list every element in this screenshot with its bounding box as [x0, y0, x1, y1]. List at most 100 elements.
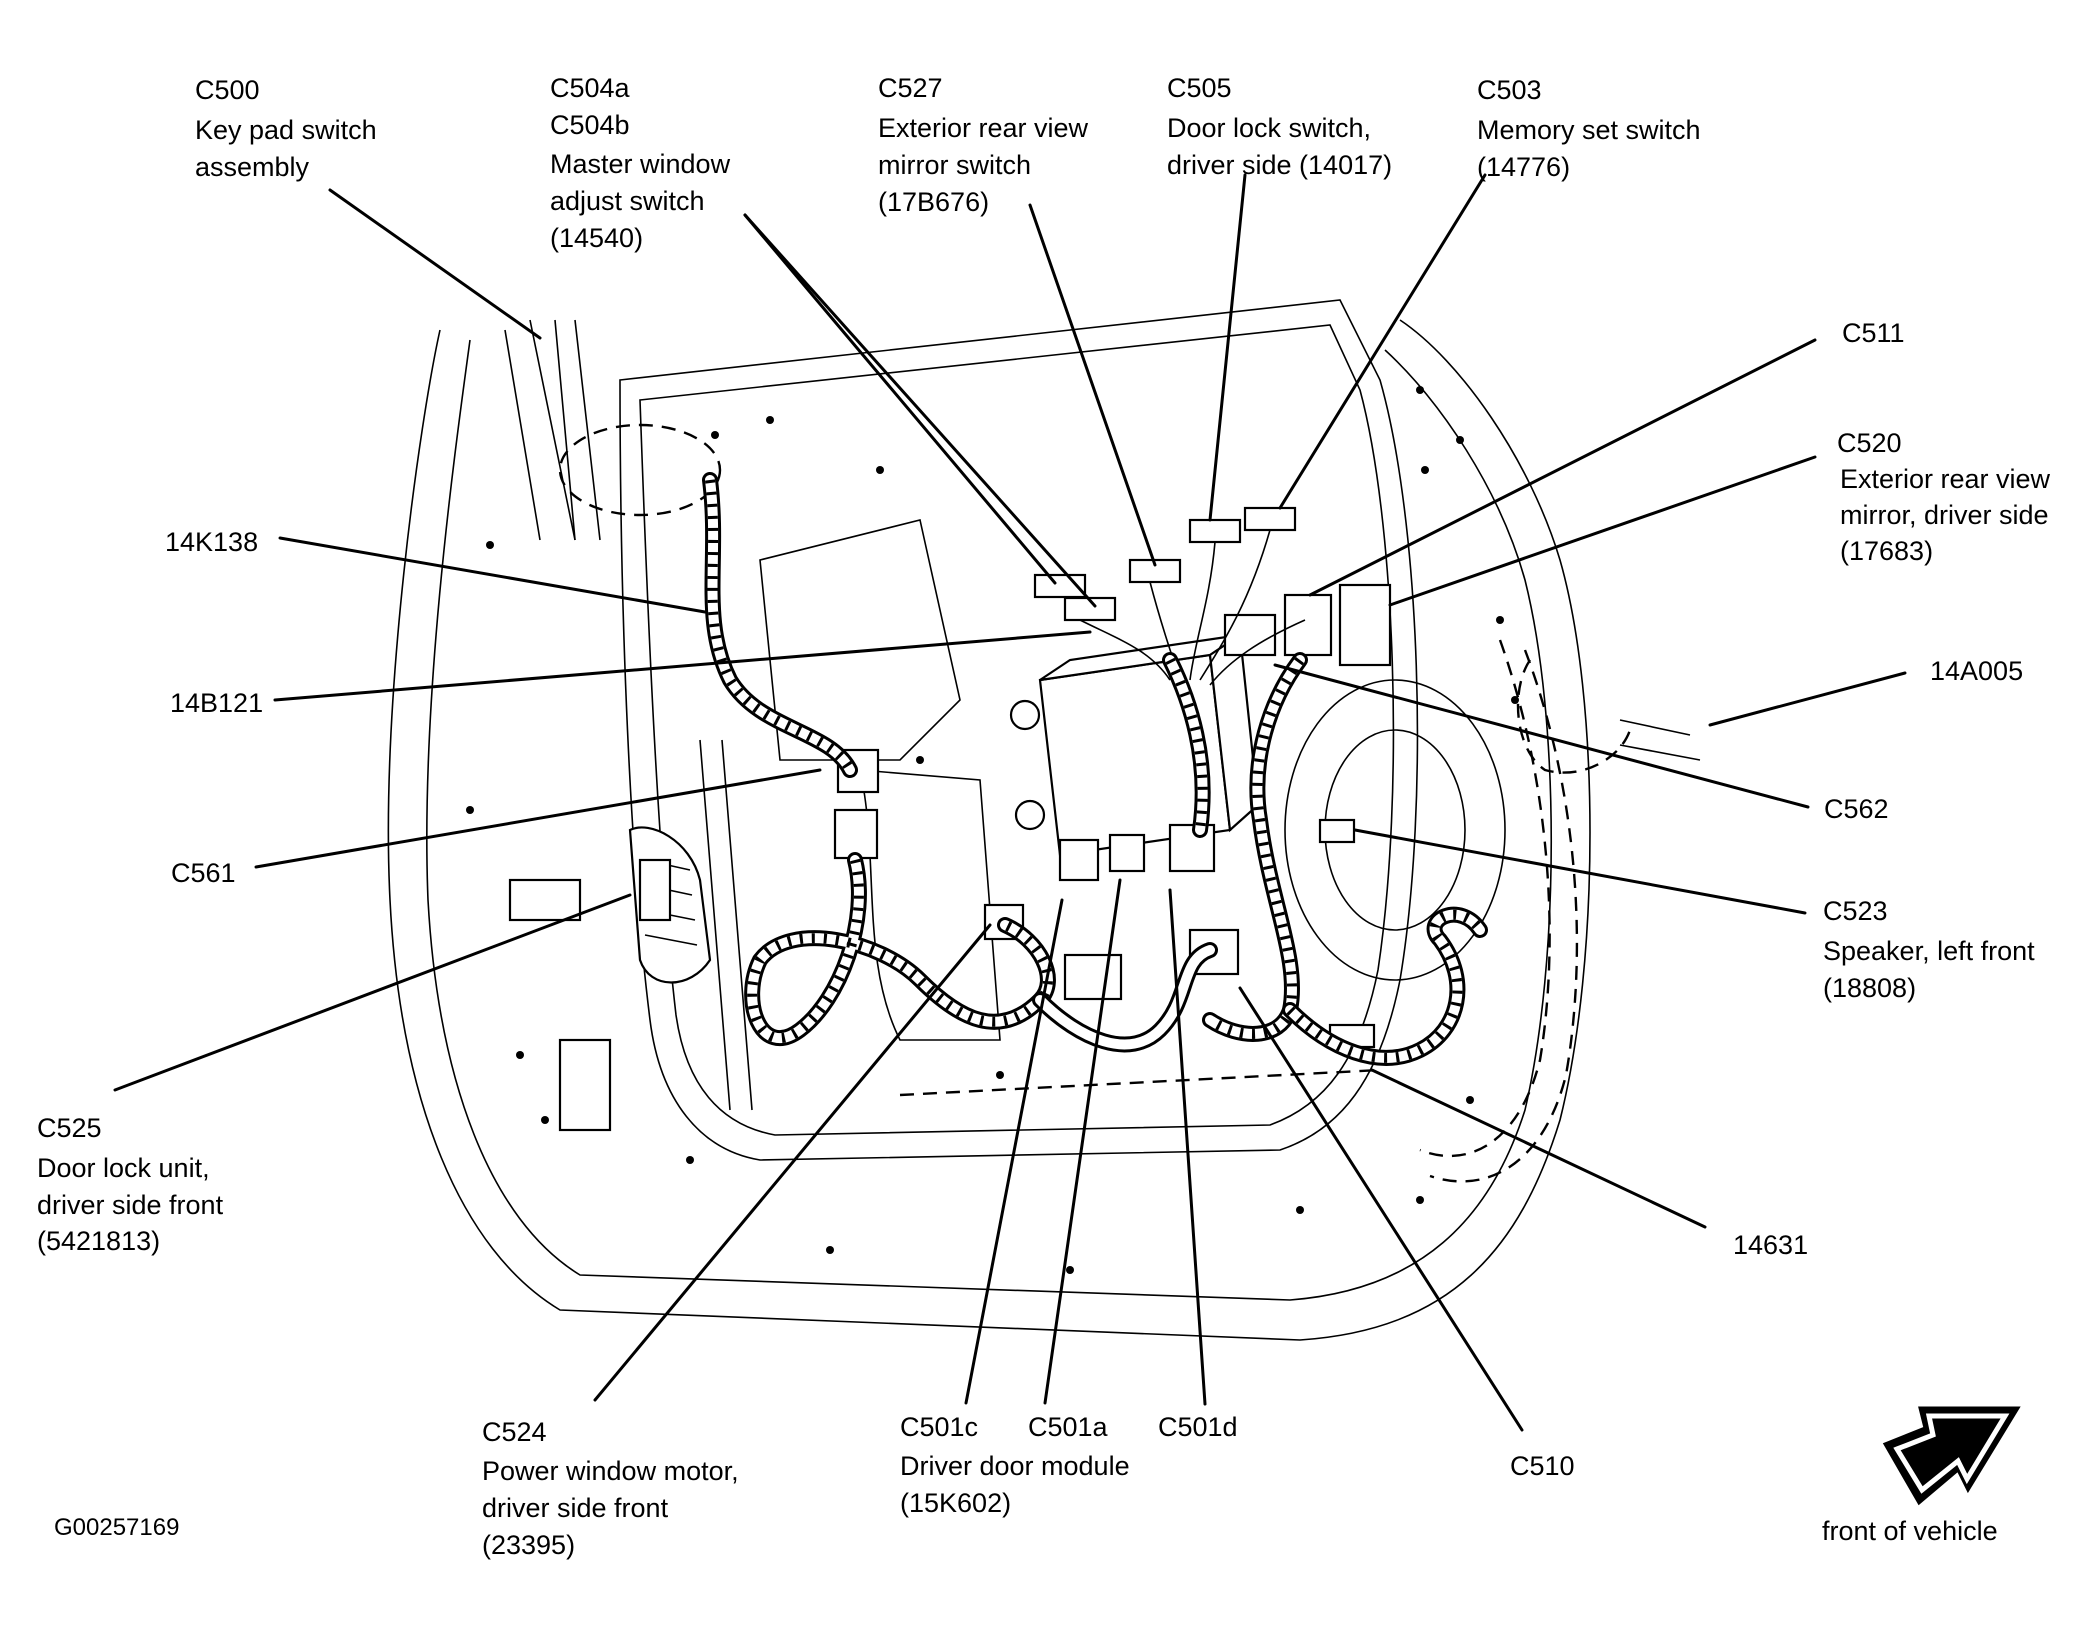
callout-14k138-line: 14K138 [165, 527, 258, 557]
leader-c503 [1278, 173, 1487, 510]
callout-14a005-line: 14A005 [1930, 656, 2023, 686]
callout-c505-line: Door lock switch, [1167, 113, 1371, 143]
callout-c527-line: (17B676) [878, 187, 989, 217]
leader-c500 [328, 188, 542, 340]
callout-c523-line: (18808) [1823, 973, 1916, 1003]
callout-c511-line: C511 [1842, 318, 1905, 348]
leader-14631 [1370, 1068, 1707, 1229]
window-channel [699, 739, 753, 1111]
callout-c525-line: driver side front [37, 1190, 224, 1220]
leader-c525 [113, 893, 632, 1092]
weatherstrip-dashed [1429, 649, 1579, 1183]
callout-c525-line: (5421813) [37, 1226, 160, 1256]
leader-lines [113, 173, 1907, 1432]
callout-c504-line: C504b [550, 110, 630, 140]
leader-c504a [743, 213, 1057, 585]
front-of-vehicle-label: front of vehicle [1822, 1516, 1998, 1546]
callout-c501c-label: C501c [900, 1412, 978, 1442]
callout-c524-line: Power window motor, [482, 1456, 739, 1486]
mirror-harness-tail [1619, 719, 1701, 761]
leader-c504b [743, 213, 1097, 608]
callout-14631: 14631 [1733, 1230, 1808, 1260]
callout-c510-line: C510 [1510, 1451, 1575, 1481]
main-wiring-harness [702, 472, 1488, 1066]
callout-c503-line: C503 [1477, 75, 1542, 105]
leader-c524 [593, 923, 992, 1402]
door-illustration [387, 299, 1701, 1341]
callout-c525-line: C525 [37, 1113, 102, 1143]
connector-c511 [1283, 593, 1333, 657]
callout-c500: C500 Key pad switch assembly [195, 75, 377, 182]
door-inner-outline [426, 339, 1553, 1301]
module-mount [1014, 799, 1046, 831]
hinge-bracket [508, 878, 582, 922]
leader-14k138 [278, 536, 707, 614]
callout-14a005: 14A005 [1930, 656, 2023, 686]
callout-c525: C525 Door lock unit, driver side front (… [37, 1113, 224, 1256]
callout-c527: C527 Exterior rear view mirror switch (1… [878, 73, 1089, 217]
callout-14631-line: 14631 [1733, 1230, 1808, 1260]
connector-c525 [638, 858, 672, 922]
leader-c510 [1238, 986, 1524, 1432]
connector-c527 [1128, 558, 1182, 584]
callout-c524-line: (23395) [482, 1530, 575, 1560]
connector-c504b [1063, 596, 1117, 622]
callout-c503-line: Memory set switch [1477, 115, 1701, 145]
callout-c504: C504a C504b Master window adjust switch … [550, 73, 731, 253]
front-direction-arrow-icon [1882, 1406, 2021, 1506]
callout-c561-line: C561 [171, 858, 236, 888]
callout-c525-line: Door lock unit, [37, 1153, 210, 1183]
callout-14b121-line: 14B121 [170, 688, 263, 718]
leader-c523 [1353, 828, 1807, 915]
callout-c520-line: Exterior rear view [1840, 464, 2051, 494]
leader-c501d [1168, 888, 1207, 1406]
leader-c501a [1043, 878, 1122, 1405]
window-channel [554, 319, 601, 541]
inner-panel-outline [619, 299, 1419, 1161]
callout-c523-line: Speaker, left front [1823, 936, 2035, 966]
callout-14b121: 14B121 [170, 688, 263, 718]
connector-c561-mate [833, 808, 879, 860]
connector-c523 [1318, 818, 1356, 844]
leader-c561 [254, 768, 822, 869]
leader-c511 [1308, 338, 1817, 597]
callout-c523-line: C523 [1823, 896, 1888, 926]
callout-c524-line: C524 [482, 1417, 547, 1447]
connector-c501c [1058, 838, 1100, 882]
module-mount [1009, 699, 1041, 731]
callout-c562-line: C562 [1824, 794, 1889, 824]
inner-panel-lip [639, 324, 1395, 1136]
fastener-dots [466, 386, 1519, 1274]
callout-c504-line: Master window [550, 149, 731, 179]
callout-c527-line: C527 [878, 73, 943, 103]
connector-c503 [1243, 506, 1297, 532]
callout-c503-line: (14776) [1477, 152, 1570, 182]
callout-c505: C505 Door lock switch, driver side (1401… [1167, 73, 1392, 180]
callout-c511: C511 [1842, 318, 1905, 348]
callout-c520-line: (17683) [1840, 536, 1933, 566]
keypad-grommet [558, 423, 722, 517]
connector-c505 [1188, 518, 1242, 544]
callout-c524-line: driver side front [482, 1493, 669, 1523]
callout-c500-line: C500 [195, 75, 260, 105]
switch-wires [1079, 529, 1306, 686]
connector-c501a [1108, 833, 1146, 873]
callout-c501a-label: C501a [1028, 1412, 1109, 1442]
leader-c505 [1208, 173, 1247, 522]
leader-c527 [1028, 203, 1157, 567]
callout-c520: C520 Exterior rear view mirror, driver s… [1837, 428, 2051, 566]
leader-c520 [1388, 455, 1817, 607]
connector-c520 [1338, 583, 1392, 667]
connector-c510-mate [1063, 953, 1123, 1001]
callout-c504-line: adjust switch [550, 186, 705, 216]
leader-14b121 [273, 630, 1092, 702]
callout-c524: C524 Power window motor, driver side fro… [482, 1417, 739, 1560]
leader-14a005 [1708, 671, 1907, 727]
callout-14k138: 14K138 [165, 527, 258, 557]
callout-c501-line: Driver door module [900, 1451, 1130, 1481]
keypad-bracket [504, 319, 576, 541]
callout-c503: C503 Memory set switch (14776) [1477, 75, 1701, 182]
callout-c504-line: (14540) [550, 223, 643, 253]
callout-c520-line: C520 [1837, 428, 1902, 458]
